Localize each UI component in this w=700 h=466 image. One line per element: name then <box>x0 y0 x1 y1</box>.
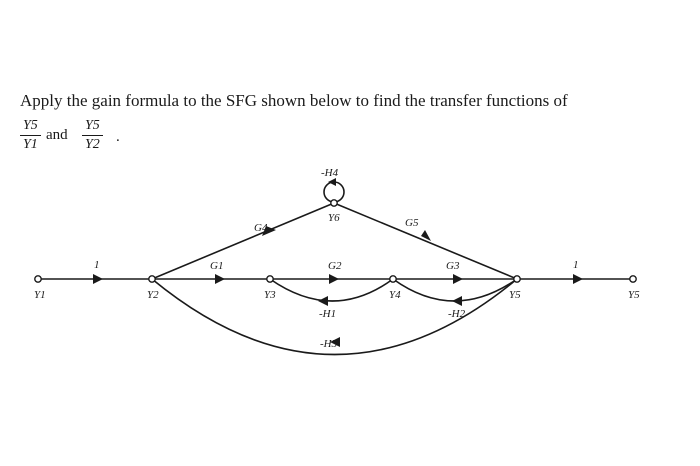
gain-g1: G1 <box>210 260 223 272</box>
node-y6 <box>330 199 338 207</box>
label-y5: Y5 <box>509 289 521 301</box>
node-y3 <box>266 275 274 283</box>
node-y5 <box>513 275 521 283</box>
fraction2-denominator: Y2 <box>85 137 100 152</box>
fraction1-numerator: Y5 <box>20 117 41 136</box>
gain-g2: G2 <box>328 260 342 272</box>
fraction1-denominator: Y1 <box>23 137 38 152</box>
arrow-h2 <box>452 296 462 306</box>
period: . <box>116 129 120 145</box>
gain-h1: -H1 <box>319 308 336 320</box>
label-y4: Y4 <box>389 289 401 301</box>
arrow-g3 <box>453 274 463 284</box>
gain-out: 1 <box>573 259 579 271</box>
arrow-g2 <box>329 274 339 284</box>
label-y6: Y6 <box>328 212 340 224</box>
arrow-h1 <box>318 296 328 306</box>
branch-g4 <box>151 202 335 280</box>
feedback-h3 <box>151 278 518 356</box>
gain-g3: G3 <box>446 260 460 272</box>
fraction-y5-over-y1: Y5 Y1 <box>20 117 41 154</box>
arrow-g5 <box>421 230 431 241</box>
node-y2 <box>148 275 156 283</box>
label-y3: Y3 <box>264 289 276 301</box>
gain-h4: -H4 <box>321 167 339 179</box>
gain-h3: -H3 <box>320 338 338 350</box>
and-word: and <box>46 127 68 143</box>
fraction-y5-over-y2: Y5 Y2 <box>82 117 103 154</box>
node-y5-out <box>629 275 637 283</box>
fraction2-numerator: Y5 <box>82 117 103 136</box>
gain-h2: -H2 <box>448 308 466 320</box>
arrow-h3 <box>330 337 340 347</box>
arrow-h4 <box>328 178 336 186</box>
arrow-g4 <box>262 226 276 236</box>
problem-statement: Apply the gain formula to the SFG shown … <box>20 91 690 152</box>
arrow-in <box>93 274 103 284</box>
label-y1: Y1 <box>34 289 46 301</box>
gain-g5: G5 <box>405 217 419 229</box>
arrow-out <box>573 274 583 284</box>
problem-text: Apply the gain formula to the SFG shown … <box>20 91 568 110</box>
node-y1 <box>34 275 42 283</box>
feedback-h1 <box>269 278 394 302</box>
gain-in: 1 <box>94 259 100 271</box>
node-y4 <box>389 275 397 283</box>
label-y2: Y2 <box>147 289 159 301</box>
label-y5-out: Y5 <box>628 289 640 301</box>
branch-g5 <box>333 202 518 280</box>
gain-g4: G4 <box>254 222 268 234</box>
arrow-g1 <box>215 274 225 284</box>
